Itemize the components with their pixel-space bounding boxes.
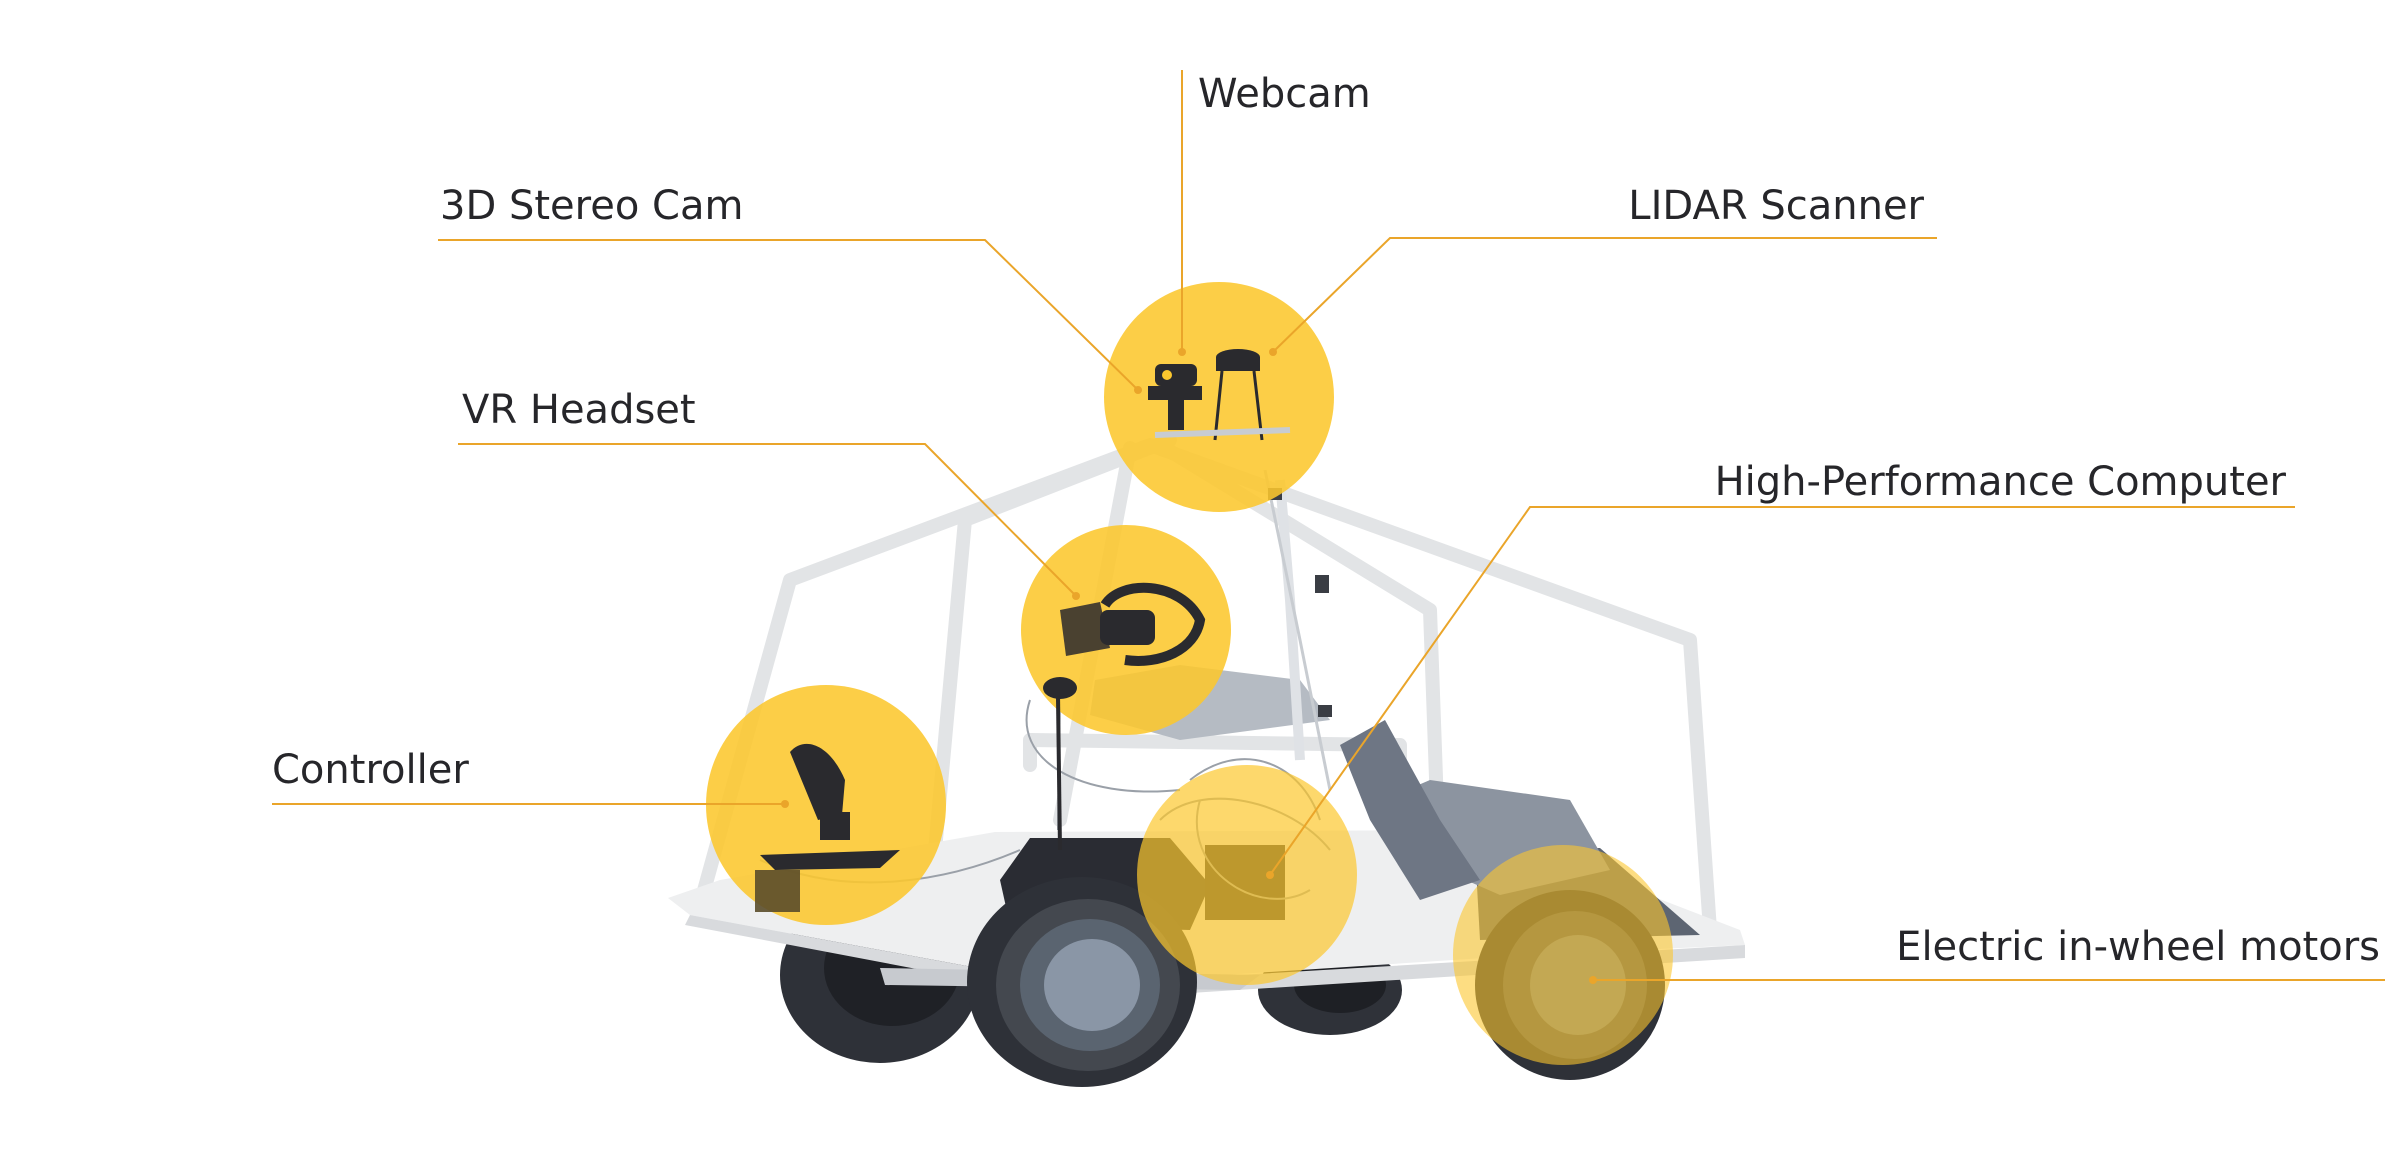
lidar-device bbox=[1213, 349, 1264, 441]
label-webcam: Webcam bbox=[1198, 71, 1371, 117]
label-vr-headset: VR Headset bbox=[462, 387, 696, 433]
leader-lidar bbox=[1272, 237, 1937, 353]
joystick-device bbox=[755, 743, 900, 912]
label-controller: Controller bbox=[272, 747, 469, 793]
leader-vr-headset bbox=[458, 443, 1077, 597]
label-computer: High-Performance Computer bbox=[1714, 459, 2286, 505]
label-stereo-cam: 3D Stereo Cam bbox=[440, 183, 744, 229]
sensor-mast bbox=[1263, 469, 1332, 791]
motors-highlight bbox=[1453, 845, 1673, 1065]
label-motors: Electric in-wheel motors bbox=[1896, 924, 2380, 970]
anchor-dots bbox=[781, 348, 1597, 984]
leader-lines bbox=[272, 70, 2385, 981]
front-left-wheel bbox=[967, 877, 1197, 1087]
vr-headset-device bbox=[1043, 582, 1206, 851]
webcam-device bbox=[1148, 364, 1202, 430]
computer-highlight bbox=[1137, 765, 1357, 985]
leader-computer bbox=[1269, 506, 2295, 876]
leader-stereo-cam bbox=[438, 239, 1139, 391]
stereo-cam-mount bbox=[1154, 427, 1291, 438]
label-lidar: LIDAR Scanner bbox=[1628, 183, 1924, 229]
